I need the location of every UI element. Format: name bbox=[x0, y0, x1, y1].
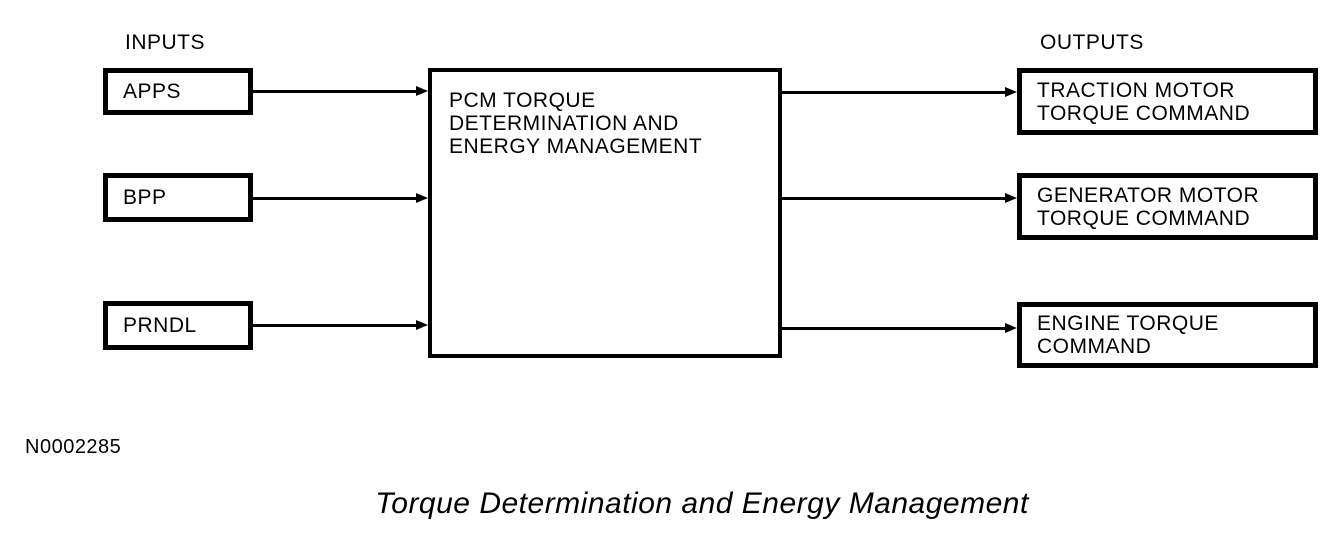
arrowhead-icon bbox=[1005, 193, 1017, 203]
arrow-shaft bbox=[253, 323, 416, 327]
arrow-shaft bbox=[782, 196, 1005, 200]
arrowhead-icon bbox=[1005, 323, 1017, 333]
figure-caption: Torque Determination and Energy Manageme… bbox=[375, 487, 1029, 520]
input-box-bpp: BPP bbox=[103, 173, 253, 222]
output-box-traction-motor: TRACTION MOTOR TORQUE COMMAND bbox=[1017, 68, 1318, 135]
arrow-prndl-to-pcm bbox=[253, 319, 428, 331]
arrowhead-icon bbox=[416, 320, 428, 330]
arrow-pcm-to-traction-motor bbox=[782, 86, 1017, 98]
outputs-heading: OUTPUTS bbox=[1040, 31, 1144, 54]
arrow-shaft bbox=[782, 326, 1005, 330]
output-box-engine-torque-label: ENGINE TORQUE COMMAND bbox=[1037, 312, 1219, 358]
arrowhead-icon bbox=[1005, 87, 1017, 97]
arrow-shaft bbox=[253, 196, 416, 200]
arrow-shaft bbox=[782, 90, 1005, 94]
arrow-shaft bbox=[253, 89, 416, 93]
output-box-generator-motor-label: GENERATOR MOTOR TORQUE COMMAND bbox=[1037, 183, 1260, 230]
arrow-bpp-to-pcm bbox=[253, 192, 428, 204]
inputs-heading: INPUTS bbox=[125, 31, 206, 54]
arrowhead-icon bbox=[416, 86, 428, 96]
arrow-apps-to-pcm bbox=[253, 85, 428, 97]
process-box-pcm-torque-label: PCM TORQUE DETERMINATION AND ENERGY MANA… bbox=[449, 89, 703, 158]
output-box-traction-motor-label: TRACTION MOTOR TORQUE COMMAND bbox=[1037, 78, 1251, 125]
output-box-generator-motor: GENERATOR MOTOR TORQUE COMMAND bbox=[1017, 173, 1318, 240]
arrow-pcm-to-engine-torque bbox=[782, 322, 1017, 334]
input-box-prndl: PRNDL bbox=[103, 301, 253, 350]
figure-number: N0002285 bbox=[25, 436, 122, 458]
output-box-engine-torque: ENGINE TORQUE COMMAND bbox=[1017, 302, 1318, 368]
process-box-pcm-torque: PCM TORQUE DETERMINATION AND ENERGY MANA… bbox=[428, 68, 782, 358]
input-box-bpp-label: BPP bbox=[123, 186, 167, 209]
input-box-apps-label: APPS bbox=[123, 80, 182, 103]
arrow-pcm-to-generator-motor bbox=[782, 192, 1017, 204]
arrowhead-icon bbox=[416, 193, 428, 203]
input-box-prndl-label: PRNDL bbox=[123, 314, 197, 337]
input-box-apps: APPS bbox=[103, 68, 253, 115]
